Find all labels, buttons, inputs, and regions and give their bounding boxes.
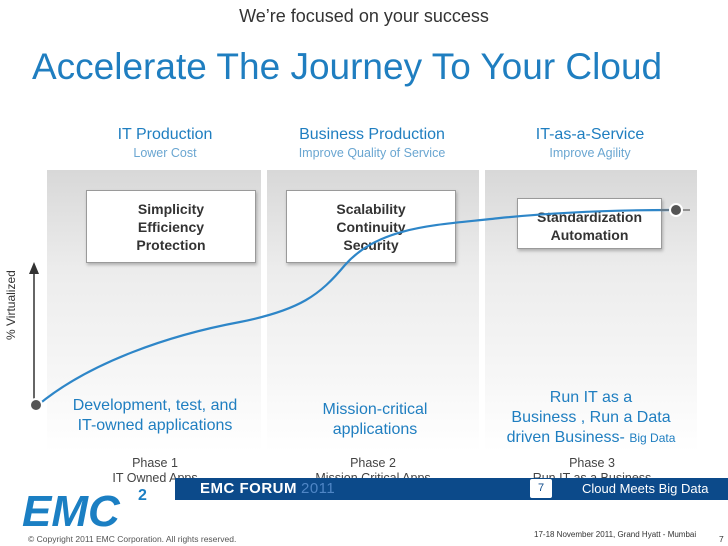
slide-tagline: We’re focused on your success <box>239 6 489 26</box>
phase-description-line: Run IT as a <box>549 389 633 406</box>
copyright-notice: © Copyright 2011 EMC Corporation. All ri… <box>28 534 237 544</box>
capability-item: Protection <box>136 237 206 253</box>
column-heading-1: IT Production Lower Cost <box>70 126 260 160</box>
emc-logo-text: EMC <box>22 487 121 532</box>
forum-year: 2011 <box>301 480 336 497</box>
start-point-marker <box>29 398 43 412</box>
emc-logo: EMC 2 <box>22 487 147 532</box>
phase-description-2: Mission-critical applications <box>285 400 465 440</box>
phase-description-3: Run IT as a Business , Run a Data driven… <box>486 388 696 448</box>
event-details: 17-18 November 2011, Grand Hyatt - Mumba… <box>534 530 697 539</box>
y-axis-arrowhead <box>29 262 39 274</box>
capability-item: Automation <box>550 227 629 243</box>
phase-description-text: driven Business- <box>506 429 625 446</box>
end-point-marker <box>669 203 683 217</box>
phase-description-line: applications <box>332 421 418 438</box>
phase-description-1: Development, test, and IT-owned applicat… <box>55 396 255 436</box>
phase-description-line: Mission-critical <box>322 401 428 418</box>
column-subtitle: Improve Agility <box>549 146 631 160</box>
capability-item: Efficiency <box>137 219 205 235</box>
page-badge: 7 <box>530 479 552 498</box>
phase-name: Phase 3 <box>569 456 615 470</box>
emc-logo-superscript: 2 <box>138 487 147 504</box>
column-heading-3: IT-as-a-Service Improve Agility <box>495 126 685 160</box>
phase-description-line: Development, test, and <box>72 397 238 414</box>
slide-title: Accelerate The Journey To Your Cloud <box>32 46 663 87</box>
column-title: IT Production <box>117 126 213 143</box>
journey-curve <box>37 208 673 406</box>
capability-box-1: Simplicity Efficiency Protection <box>86 190 256 263</box>
column-subtitle: Lower Cost <box>133 146 197 160</box>
phase-name: Phase 1 <box>132 456 178 470</box>
page-number: 7 <box>719 534 724 544</box>
column-title: IT-as-a-Service <box>535 126 645 143</box>
event-tagline: Cloud Meets Big Data <box>582 481 709 496</box>
phase-description-line: Business , Run a Data <box>511 409 671 426</box>
capability-item: Continuity <box>336 219 406 235</box>
phase-name: Phase 2 <box>350 456 396 470</box>
footer-band <box>175 478 728 500</box>
capability-item: Scalability <box>336 201 406 217</box>
capability-item: Simplicity <box>137 201 205 217</box>
capability-box-3: Standardization Automation <box>517 198 662 249</box>
phase-description-line: driven Business- Big Data <box>486 428 696 448</box>
big-data-highlight: Big Data <box>629 431 676 445</box>
column-heading-2: Business Production Improve Quality of S… <box>277 126 467 160</box>
forum-name: EMC FORUM <box>200 480 297 497</box>
column-title: Business Production <box>299 126 445 143</box>
phase-description-line: IT-owned applications <box>77 417 233 434</box>
column-subtitle: Improve Quality of Service <box>298 146 446 160</box>
